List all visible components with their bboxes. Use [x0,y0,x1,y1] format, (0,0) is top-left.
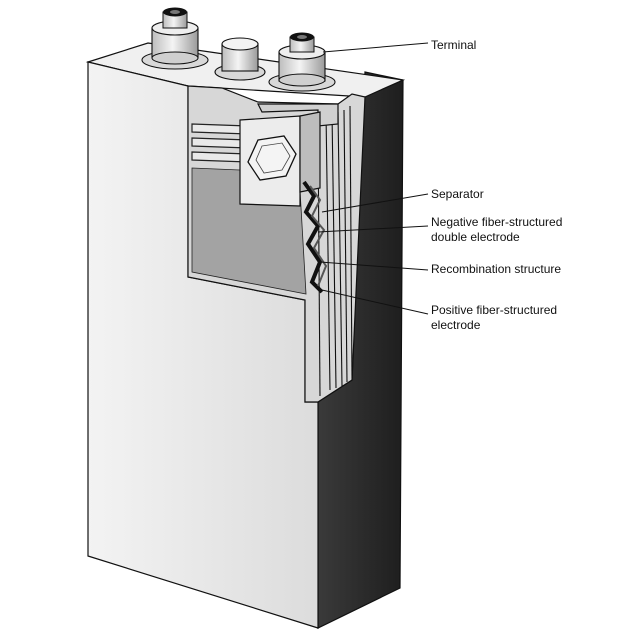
separator-zigzag [302,180,324,294]
leader-terminal [322,42,429,53]
label-terminal: Terminal [431,38,476,52]
label-separator: Separator [431,187,484,201]
leader-recombination [319,261,429,271]
vent-cap-icon [214,37,266,81]
leader-separator [321,193,429,213]
recombination-strip [309,185,328,287]
leader-negative [317,225,429,233]
leader-lines [317,42,429,315]
hex-bolt-icon [247,135,297,181]
label-positive-line1: Positive fiber-structured [431,303,557,317]
terminal-right-icon [268,32,336,92]
leader-positive [321,289,429,315]
terminal-left-icon [141,7,209,70]
label-negative-line1: Negative fiber-structured [431,215,562,229]
connector-post [299,111,321,193]
label-positive-line2: electrode [431,318,481,332]
label-negative-line2: double electrode [431,230,520,244]
label-recombination: Recombination structure [431,262,561,276]
